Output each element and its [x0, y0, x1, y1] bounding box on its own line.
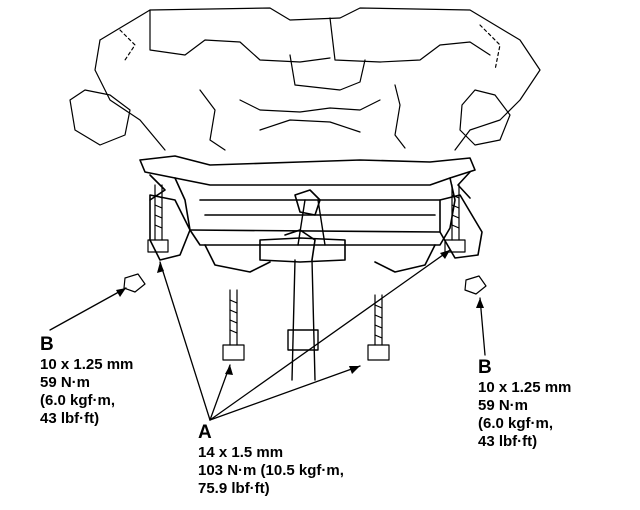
torque-lbf: 43 lbf·ft)	[40, 410, 100, 427]
torque-kgf: (6.0 kgf·m,	[478, 415, 554, 432]
callout-letter: B	[478, 357, 492, 378]
torque-nm: 59 N·m	[40, 374, 91, 391]
arrowheads	[116, 250, 484, 375]
bolt-size: 10 x 1.25 mm	[40, 356, 134, 373]
bolt-size: 10 x 1.25 mm	[478, 379, 572, 396]
left-lower-bolt	[222, 289, 245, 361]
torque-kgf: (6.0 kgf·m,	[40, 392, 116, 409]
torque-line-1: 103 N·m (10.5 kgf·m,	[198, 462, 344, 479]
callout-b-left: B 10 x 1.25 mm 59 N·m (6.0 kgf·m, 43 lbf…	[40, 334, 133, 428]
right-nut-b	[464, 275, 487, 295]
callout-letter: A	[198, 422, 212, 443]
left-nut-b	[123, 273, 146, 293]
bolt-size: 14 x 1.5 mm	[198, 444, 284, 461]
torque-nm: 59 N·m	[478, 397, 529, 414]
subframe	[139, 155, 483, 273]
callout-b-right: B 10 x 1.25 mm 59 N·m (6.0 kgf·m, 43 lbf…	[478, 357, 571, 451]
torque-line-2: 75.9 lbf·ft)	[198, 480, 270, 497]
callout-letter: B	[40, 334, 54, 355]
torque-lbf: 43 lbf·ft)	[478, 433, 538, 450]
right-upper-bolt	[444, 184, 466, 253]
right-lower-bolt	[367, 294, 390, 361]
left-upper-bolt	[147, 184, 169, 253]
engine-outline	[69, 7, 541, 151]
callout-a-center: A 14 x 1.5 mm 103 N·m (10.5 kgf·m, 75.9 …	[198, 422, 344, 498]
center-rod	[287, 199, 326, 381]
